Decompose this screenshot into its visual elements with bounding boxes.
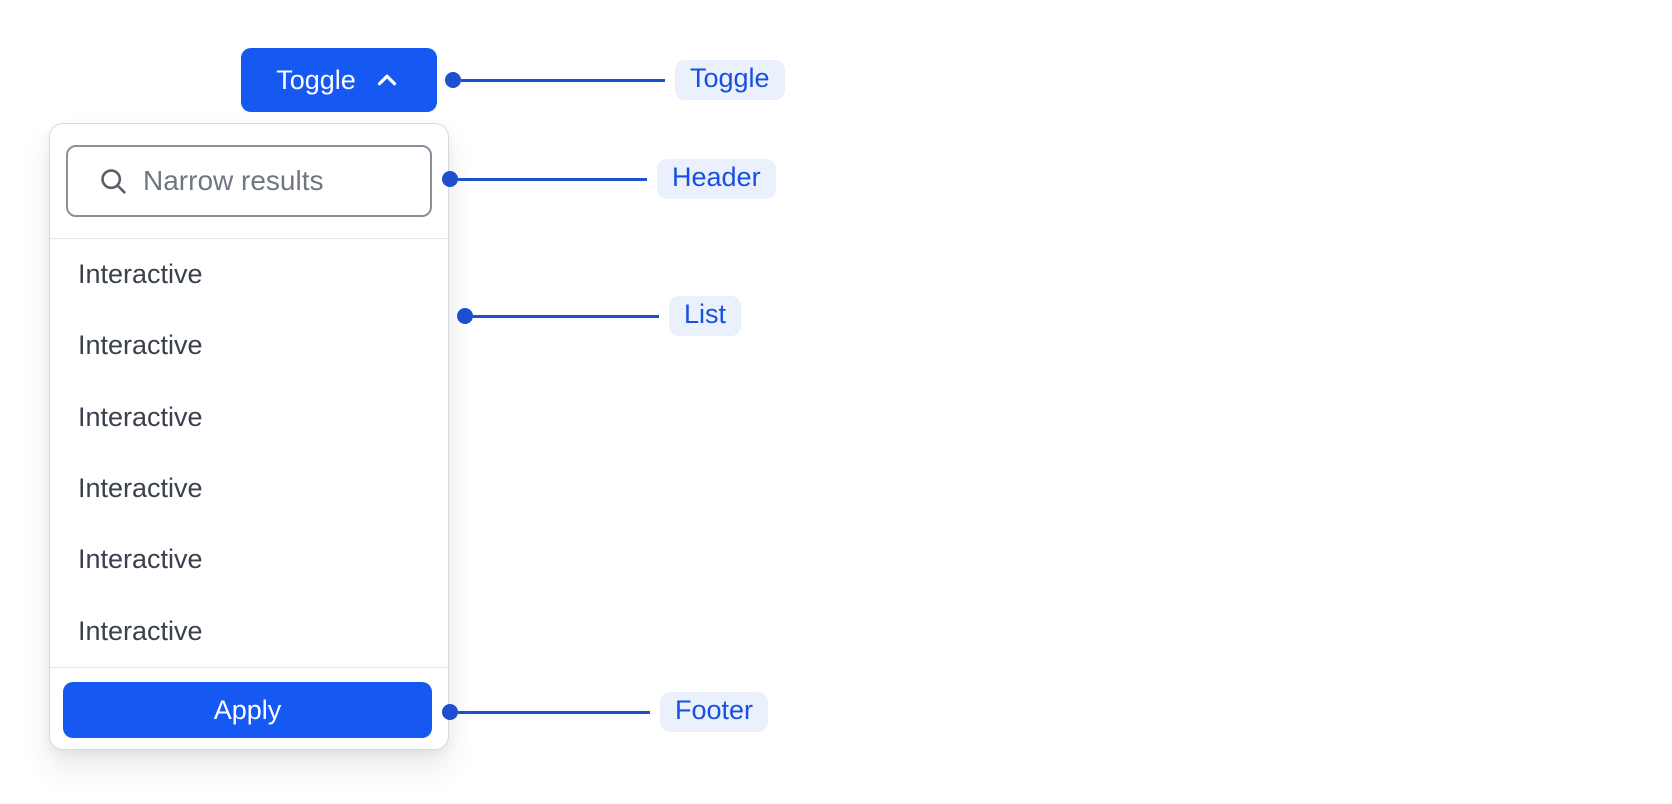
annotation-connector-line bbox=[458, 710, 650, 714]
annotation-dot-icon bbox=[442, 171, 458, 187]
search-box bbox=[66, 145, 432, 217]
annotation-dot-icon bbox=[442, 704, 458, 720]
dropdown-panel: Interactive Interactive Interactive Inte… bbox=[49, 123, 449, 750]
apply-button[interactable]: Apply bbox=[63, 682, 432, 738]
list-item[interactable]: Interactive bbox=[78, 401, 203, 432]
dropdown-header bbox=[50, 124, 448, 238]
chevron-up-icon bbox=[372, 65, 402, 95]
annotation-toggle: Toggle bbox=[445, 59, 785, 101]
annotation-footer: Footer bbox=[442, 691, 769, 733]
search-input[interactable] bbox=[141, 164, 418, 198]
annotation-connector-line bbox=[473, 314, 659, 318]
annotation-dot-icon bbox=[445, 72, 461, 88]
annotation-label-toggle: Toggle bbox=[675, 60, 785, 100]
annotation-connector-line bbox=[461, 78, 665, 82]
dropdown-footer: Apply bbox=[50, 667, 448, 749]
list-item[interactable]: Interactive bbox=[78, 473, 203, 504]
list-item[interactable]: Interactive bbox=[78, 544, 203, 575]
annotation-connector-line bbox=[458, 177, 647, 181]
annotation-header: Header bbox=[442, 158, 776, 200]
annotation-dot-icon bbox=[457, 308, 473, 324]
list-item[interactable]: Interactive bbox=[78, 330, 203, 361]
list-item[interactable]: Interactive bbox=[78, 259, 203, 290]
annotation-label-footer: Footer bbox=[660, 692, 769, 732]
toggle-button[interactable]: Toggle bbox=[241, 48, 437, 112]
dropdown-list: Interactive Interactive Interactive Inte… bbox=[50, 238, 448, 667]
annotation-list: List bbox=[457, 295, 742, 337]
list-item[interactable]: Interactive bbox=[78, 615, 203, 646]
annotation-label-list: List bbox=[669, 296, 742, 336]
annotation-label-header: Header bbox=[657, 159, 776, 199]
toggle-button-label: Toggle bbox=[276, 64, 356, 95]
search-icon bbox=[83, 166, 129, 197]
